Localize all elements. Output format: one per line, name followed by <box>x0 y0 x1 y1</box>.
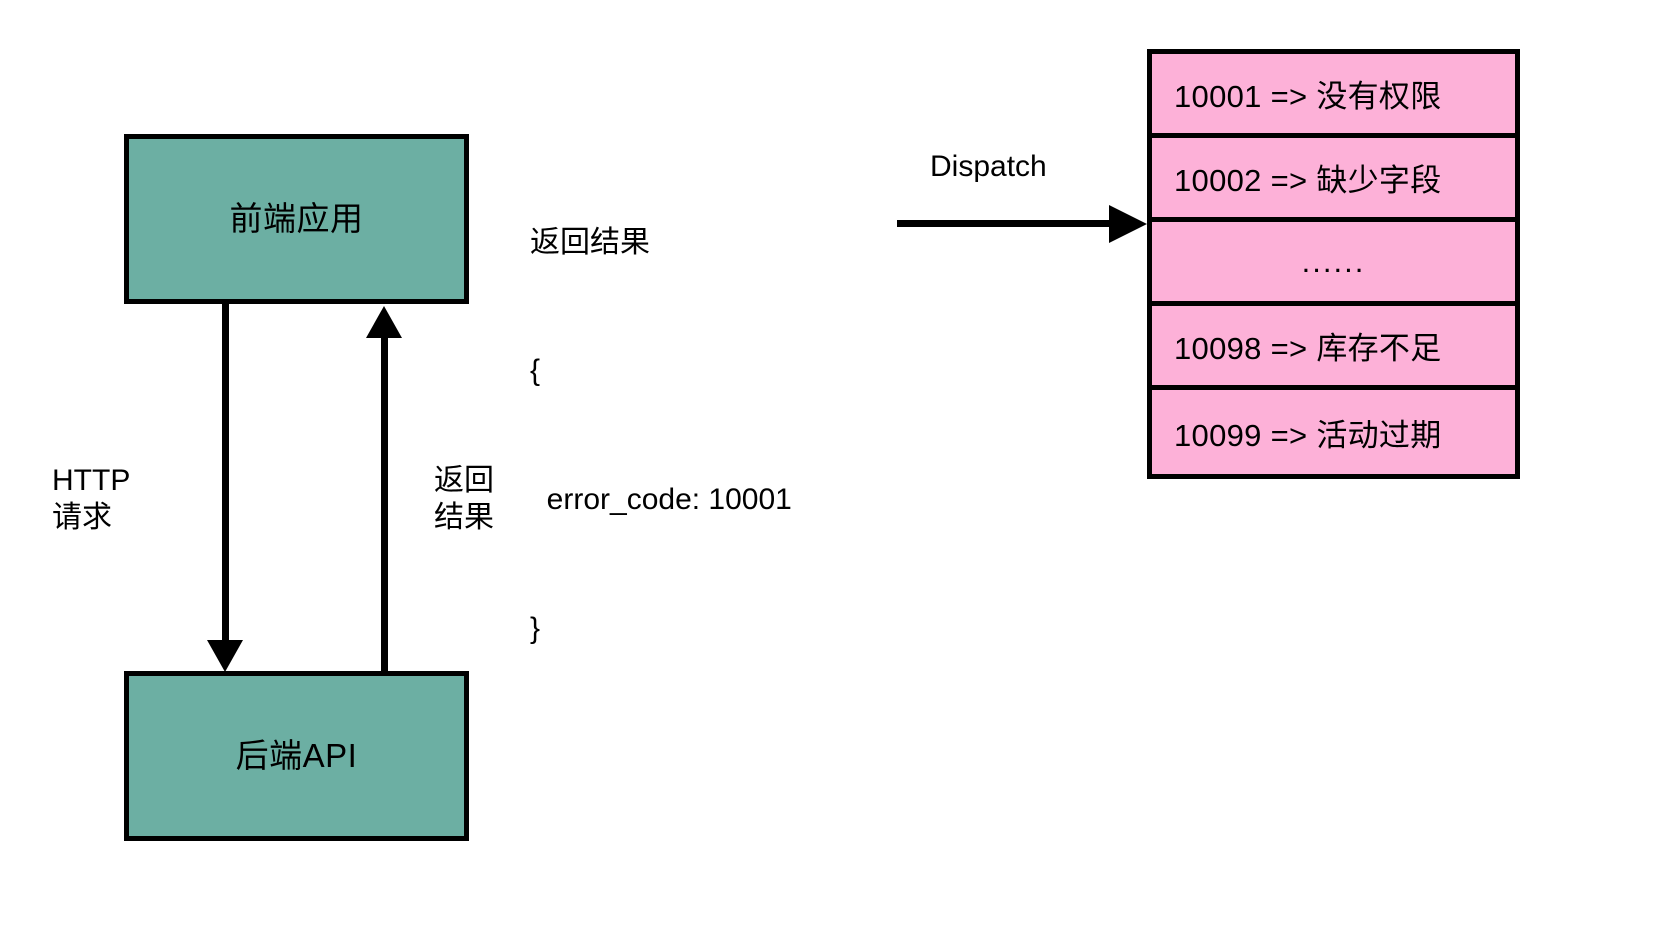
response-payload-annotation: 返回结果 { error_code: 10001 } <box>530 136 792 736</box>
table-row: ...... <box>1152 222 1515 306</box>
error-code-ellipsis: ...... <box>1301 243 1366 279</box>
http-request-connector-line <box>222 303 229 655</box>
http-request-caption: HTTP 请求 <box>52 464 131 534</box>
payload-title: 返回结果 <box>530 225 650 259</box>
payload-close-brace: } <box>530 611 541 645</box>
backend-api-box: 后端API <box>124 671 469 841</box>
error-code-entry: 10099 => 活动过期 <box>1174 417 1442 453</box>
backend-api-label: 后端API <box>235 736 358 774</box>
response-connector-line <box>381 320 388 672</box>
table-row: 10099 => 活动过期 <box>1152 390 1515 474</box>
arrow-right-icon <box>1109 205 1147 243</box>
dispatch-label: Dispatch <box>930 150 1047 183</box>
error-code-entry: 10098 => 库存不足 <box>1174 331 1442 366</box>
payload-open-brace: { <box>530 354 541 388</box>
error-code-entry: 10001 => 没有权限 <box>1174 79 1442 114</box>
frontend-app-box: 前端应用 <box>124 134 469 304</box>
arrow-up-icon <box>366 306 402 338</box>
arrow-down-icon <box>207 640 243 672</box>
frontend-app-label: 前端应用 <box>229 199 364 237</box>
table-row: 10002 => 缺少字段 <box>1152 138 1515 222</box>
table-row: 10001 => 没有权限 <box>1152 54 1515 138</box>
dispatch-arrow-shaft <box>897 220 1117 227</box>
error-code-table: 10001 => 没有权限 10002 => 缺少字段 ...... 10098… <box>1147 49 1520 479</box>
table-row: 10098 => 库存不足 <box>1152 306 1515 390</box>
payload-error-code-field: error_code: 10001 <box>530 483 792 517</box>
error-code-entry: 10002 => 缺少字段 <box>1174 163 1442 198</box>
response-caption: 返回 结果 <box>434 464 494 534</box>
